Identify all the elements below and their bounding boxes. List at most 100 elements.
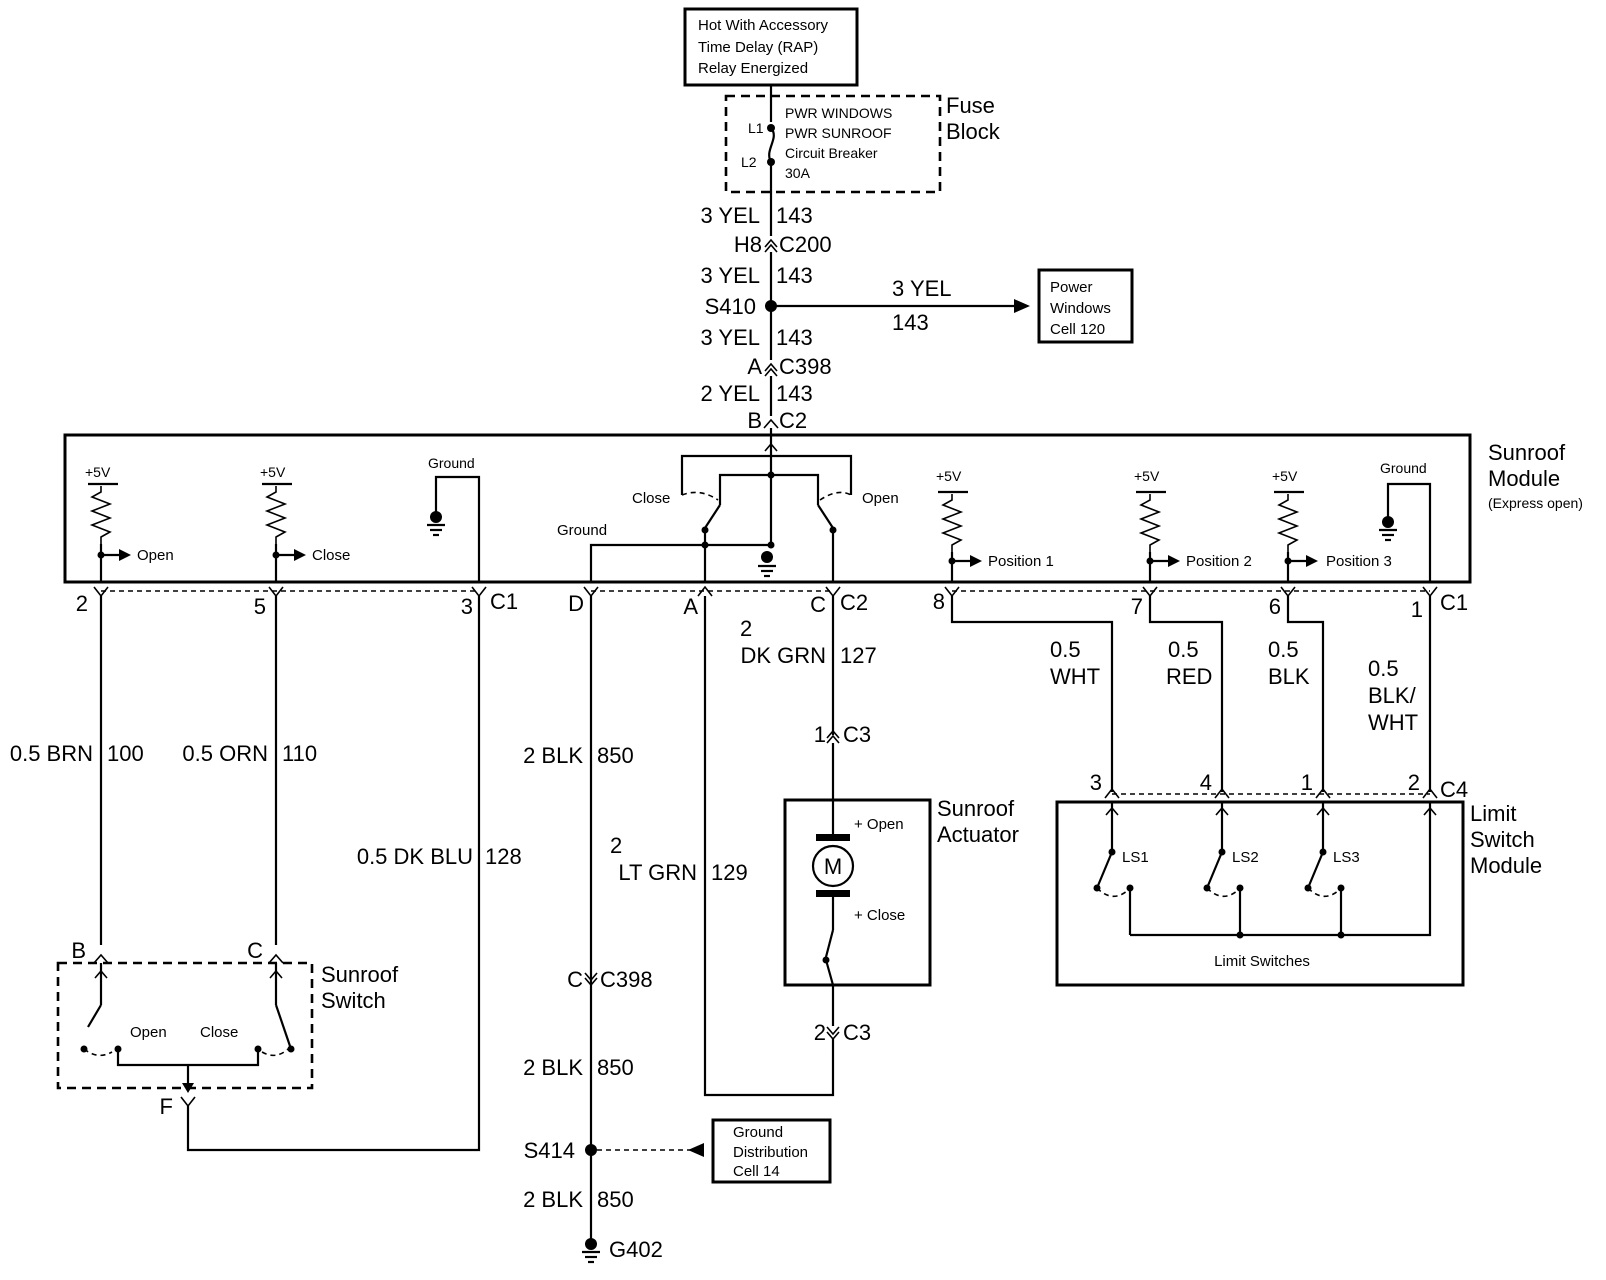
position2-label: Position 2 bbox=[1186, 553, 1252, 570]
wire-gauge: 0.5 bbox=[1268, 637, 1299, 662]
circuit-label: 110 bbox=[282, 741, 317, 766]
power-source-line1: Hot With Accessory bbox=[698, 17, 829, 34]
c200-pin: H8 bbox=[734, 232, 762, 257]
plus-open-label: + Open bbox=[854, 816, 904, 833]
wire-color-1: BLK/ bbox=[1368, 683, 1417, 708]
wire-label: 2 BLK bbox=[523, 1187, 583, 1212]
position3-label: Position 3 bbox=[1326, 553, 1392, 570]
open-input-circuit: +5V Open bbox=[85, 464, 174, 583]
pin-8: 8 bbox=[933, 589, 945, 614]
c398-lower-pin: C bbox=[567, 967, 583, 992]
wire-label: 2 BLK bbox=[523, 1055, 583, 1080]
c2-name-top: C2 bbox=[779, 408, 807, 433]
plus-close-label: + Close bbox=[854, 907, 905, 924]
ground-dist-line1: Ground bbox=[733, 1124, 783, 1141]
ground-right-circuit: Ground bbox=[1377, 460, 1432, 583]
pw-ref-line1: Power bbox=[1050, 279, 1093, 296]
fuse-block-title-1: Fuse bbox=[946, 93, 995, 118]
splice-s410-label: S410 bbox=[705, 294, 756, 319]
wire-label: 3 YEL bbox=[700, 263, 760, 288]
arrow-up-icon bbox=[764, 442, 778, 452]
circuit-label: 128 bbox=[485, 844, 522, 869]
wire-color: DK GRN bbox=[740, 643, 826, 668]
pin-6: 6 bbox=[1269, 594, 1281, 619]
c200-name: C200 bbox=[779, 232, 832, 257]
ground-distribution-box: Ground Distribution Cell 14 bbox=[711, 1118, 832, 1184]
wire-label: 2 YEL bbox=[700, 381, 760, 406]
wire-gauge: 0.5 bbox=[1368, 656, 1399, 681]
pin-3: 3 bbox=[461, 594, 473, 619]
pin-7: 7 bbox=[1131, 594, 1143, 619]
ground-dist-line3: Cell 14 bbox=[733, 1163, 780, 1180]
circuit-breaker-symbol bbox=[768, 127, 775, 163]
circuit-label: 129 bbox=[711, 860, 748, 885]
v5-label: +5V bbox=[1272, 468, 1298, 484]
sunroof-module: Sunroof Module (Express open) bbox=[63, 433, 1583, 584]
connector-c200: H8 C200 bbox=[734, 232, 832, 257]
breaker-label-2: PWR SUNROOF bbox=[785, 125, 892, 141]
breaker-label-1: PWR WINDOWS bbox=[785, 105, 892, 121]
sunroof-actuator: M + Open + Close Sunroof Actuator bbox=[783, 796, 1019, 987]
v5-label: +5V bbox=[85, 464, 111, 480]
position1-label: Position 1 bbox=[988, 553, 1054, 570]
circuit-label: 850 bbox=[597, 1055, 634, 1080]
fuse-block: L1 L2 PWR WINDOWS PWR SUNROOF Circuit Br… bbox=[724, 93, 1001, 194]
wire-wht bbox=[950, 596, 1114, 792]
circuit-label: 127 bbox=[840, 643, 877, 668]
c1-label-right: C1 bbox=[1440, 590, 1468, 615]
position3-circuit: +5V Position 3 bbox=[1272, 468, 1392, 583]
wire-label: 0.5 BRN bbox=[10, 741, 93, 766]
wire-label: 3 YEL bbox=[700, 325, 760, 350]
c398-lower-name: C398 bbox=[600, 967, 653, 992]
c2-label: C2 bbox=[840, 590, 868, 615]
wire-color: WHT bbox=[1050, 664, 1100, 689]
switch-pin-b: B bbox=[71, 938, 86, 963]
actuator-title-2: Actuator bbox=[937, 822, 1019, 847]
circuit-label: 850 bbox=[597, 743, 634, 768]
wire-gauge: 2 bbox=[740, 616, 752, 641]
wire-color-2: WHT bbox=[1368, 710, 1418, 735]
module-title-2: Module bbox=[1488, 466, 1560, 491]
switch-open-label: Open bbox=[130, 1024, 167, 1041]
pin-d: D bbox=[568, 591, 584, 616]
close-input-circuit: +5V Close bbox=[260, 464, 350, 583]
c4-pin-2: 2 bbox=[1408, 770, 1420, 795]
ground-left-circuit: Ground bbox=[425, 455, 481, 583]
circuit-label: 143 bbox=[776, 263, 813, 288]
ground-g402: G402 bbox=[580, 1237, 663, 1264]
circuit-label: 100 bbox=[107, 741, 144, 766]
power-source-line2: Time Delay (RAP) bbox=[698, 39, 818, 56]
relay-ground-label: Ground bbox=[557, 522, 607, 539]
motor-icon bbox=[811, 844, 855, 888]
motor-label: M bbox=[824, 854, 842, 879]
ground-label: Ground bbox=[428, 455, 475, 471]
pin-c: C bbox=[810, 592, 826, 617]
actuator-title-1: Sunroof bbox=[937, 796, 1015, 821]
position2-circuit: +5V Position 2 bbox=[1134, 468, 1252, 583]
wire-label: 0.5 ORN bbox=[182, 741, 268, 766]
splice-s414 bbox=[585, 1144, 597, 1156]
c3-name-lower: C3 bbox=[843, 1020, 871, 1045]
relay-close-label: Close bbox=[632, 490, 670, 507]
wire-ltgrn-129 bbox=[703, 596, 835, 1097]
c398-pin: A bbox=[747, 354, 762, 379]
circuit-label: 143 bbox=[776, 381, 813, 406]
relay-open-label: Open bbox=[862, 490, 899, 507]
c4-pin-3: 3 bbox=[1090, 770, 1102, 795]
connector-c3-upper: 1 C3 bbox=[814, 722, 871, 747]
circuit-label: 143 bbox=[776, 325, 813, 350]
motor-relays: Close Open Ground bbox=[557, 454, 899, 583]
c1-label-left: C1 bbox=[490, 589, 518, 614]
c398-name: C398 bbox=[779, 354, 832, 379]
open-input-label: Open bbox=[137, 547, 174, 564]
power-windows-ref-box: Power Windows Cell 120 bbox=[1037, 268, 1134, 344]
fuse-block-title-2: Block bbox=[946, 119, 1001, 144]
c3-pin-2: 2 bbox=[814, 1020, 826, 1045]
terminal-l1: L1 bbox=[748, 120, 764, 136]
switch-pin-c: C bbox=[247, 938, 263, 963]
ground-label: Ground bbox=[1380, 460, 1427, 476]
wire-color: BLK bbox=[1268, 664, 1310, 689]
pw-ref-line3: Cell 120 bbox=[1050, 321, 1105, 338]
v5-label: +5V bbox=[260, 464, 286, 480]
